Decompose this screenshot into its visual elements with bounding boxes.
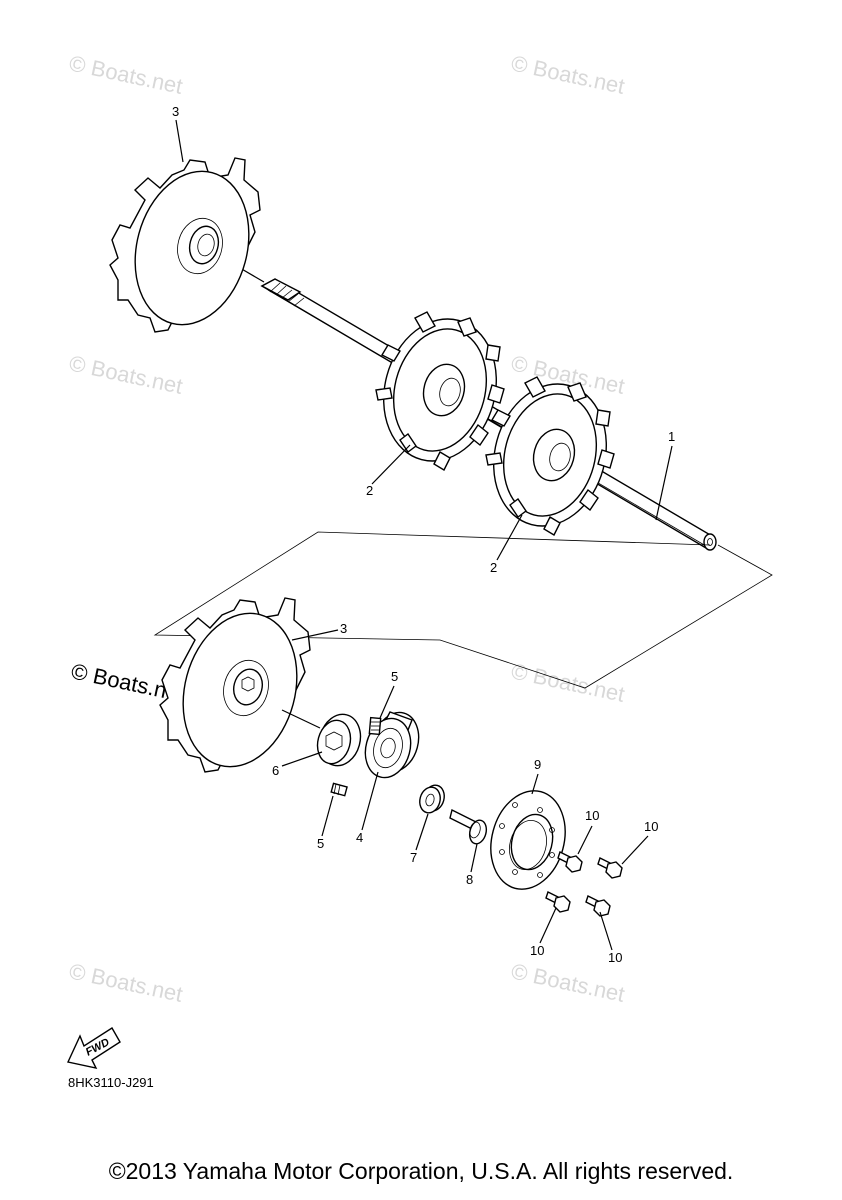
bolt-10-a (557, 851, 583, 873)
diagram-code: 8HK3110-J291 (68, 1075, 154, 1090)
callouts-lower: 3 5 6 5 4 7 8 9 10 10 10 10 (272, 621, 658, 965)
callout-3-top: 3 (172, 104, 179, 119)
spacer-7 (419, 784, 445, 814)
watermark: © Boats.net (509, 50, 627, 98)
callout-2-left: 2 (366, 483, 373, 498)
bearing-4 (364, 711, 420, 779)
watermark: © Boats.net (509, 958, 627, 1006)
callout-7: 7 (410, 850, 417, 865)
sprocket-bottom (159, 597, 321, 773)
sprocket-top (109, 157, 261, 333)
callout-2-right: 2 (490, 560, 497, 575)
assembly-guide-lines (153, 531, 773, 689)
callout-3-bottom: 3 (340, 621, 347, 636)
callout-9: 9 (534, 757, 541, 772)
copyright-notice: ©2013 Yamaha Motor Corporation, U.S.A. A… (108, 1158, 734, 1184)
watermark: © Boats.net (67, 958, 185, 1006)
set-screw-5-lower (330, 782, 348, 797)
housing-plate-9 (490, 790, 566, 890)
fwd-arrow-icon: FWD (66, 1027, 121, 1069)
bolt-10-c (545, 891, 571, 913)
watermark: © Boats.net (67, 350, 185, 398)
bolt-10-d (585, 895, 611, 917)
set-screw-5-upper (368, 716, 382, 736)
collar-6 (316, 713, 362, 767)
callout-8: 8 (466, 872, 473, 887)
callout-10-b: 10 (644, 819, 658, 834)
watermark: © Boats.net (67, 50, 185, 98)
callout-5-upper: 5 (391, 669, 398, 684)
sprocket-middle-2 (485, 376, 615, 536)
callout-10-d: 10 (608, 950, 622, 965)
sprocket-middle-1 (375, 311, 505, 471)
callout-5-lower: 5 (317, 836, 324, 851)
callouts-upper: 3 1 2 2 (172, 104, 675, 575)
bolt-10-b (597, 857, 623, 879)
bolt-8 (449, 808, 488, 845)
callout-1: 1 (668, 429, 675, 444)
callout-10-a: 10 (585, 808, 599, 823)
callout-4: 4 (356, 830, 363, 845)
callout-10-c: 10 (530, 943, 544, 958)
callout-6: 6 (272, 763, 279, 778)
